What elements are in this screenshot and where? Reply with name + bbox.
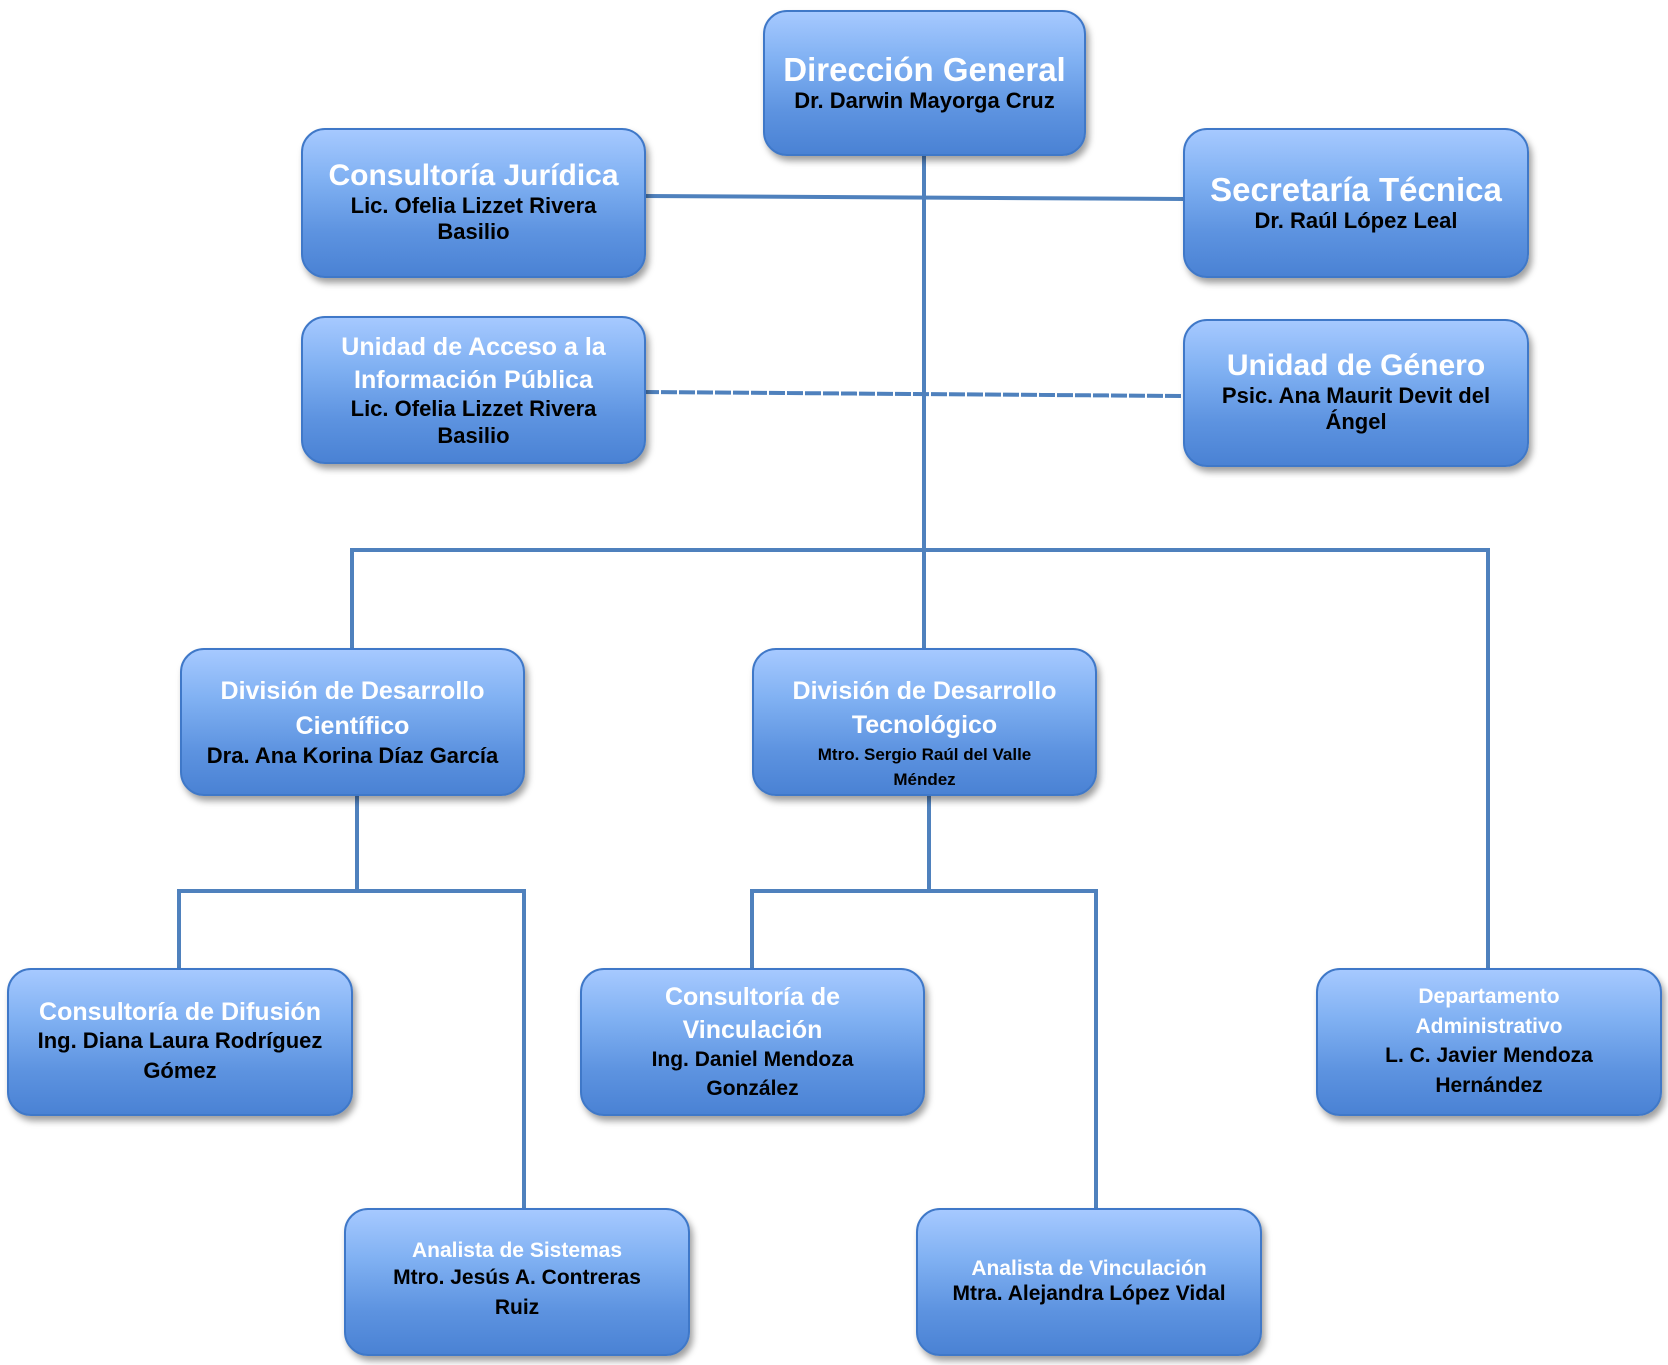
node-title: Consultoría Jurídica xyxy=(328,159,619,193)
node-departamento-administrativo[interactable]: Departamento Administrativo L. C. Javier… xyxy=(1316,968,1662,1116)
node-person: Mtra. Alejandra López Vidal xyxy=(952,1281,1226,1305)
node-direccion-general[interactable]: Dirección General Dr. Darwin Mayorga Cru… xyxy=(763,10,1086,156)
node-analista-sistemas[interactable]: Analista de Sistemas Mtro. Jesús A. Cont… xyxy=(344,1208,690,1356)
node-title: Consultoría de Vinculación xyxy=(664,983,840,1044)
node-secretaria-tecnica[interactable]: Secretaría Técnica Dr. Raúl López Leal xyxy=(1183,128,1529,278)
node-person: Psic. Ana Maurit Devit del Ángel xyxy=(1221,382,1491,435)
node-title: Unidad de Género xyxy=(1226,349,1486,383)
node-title: Unidad de Acceso a la Información Públic… xyxy=(341,333,606,394)
connector-staff-solid xyxy=(642,193,1186,202)
node-title: División de Desarrollo Científico xyxy=(220,677,485,740)
node-person: Lic. Ofelia Lizzet Rivera Basilio xyxy=(350,192,597,245)
node-person: Dra. Ana Korina Díaz García xyxy=(206,743,499,769)
node-title: Secretaría Técnica xyxy=(1210,170,1502,208)
node-person: Dr. Raúl López Leal xyxy=(1254,207,1458,233)
node-analista-vinculacion[interactable]: Analista de Vinculación Mtra. Alejandra … xyxy=(916,1208,1262,1356)
node-person: Dr. Darwin Mayorga Cruz xyxy=(794,87,1055,113)
node-unidad-acceso[interactable]: Unidad de Acceso a la Información Públic… xyxy=(301,316,646,464)
node-division-tecnologico[interactable]: División de Desarrollo Tecnológico Mtro.… xyxy=(752,648,1097,796)
node-person: L. C. Javier Mendoza Hernández xyxy=(1385,1043,1593,1098)
node-person: Lic. Ofelia Lizzet Rivera Basilio xyxy=(350,396,597,448)
node-title: Departamento Administrativo xyxy=(1415,985,1563,1038)
node-person: Ing. Diana Laura Rodríguez Gómez xyxy=(37,1027,323,1083)
node-title: Dirección General xyxy=(783,50,1066,88)
node-consultoria-juridica[interactable]: Consultoría Jurídica Lic. Ofelia Lizzet … xyxy=(301,128,646,278)
node-title: Analista de Sistemas xyxy=(411,1239,623,1263)
node-person: Mtro. Jesús A. Contreras Ruiz xyxy=(393,1265,641,1320)
node-division-cientifico[interactable]: División de Desarrollo Científico Dra. A… xyxy=(180,648,525,796)
node-unidad-genero[interactable]: Unidad de Género Psic. Ana Maurit Devit … xyxy=(1183,319,1529,467)
node-person: Ing. Daniel Mendoza González xyxy=(651,1048,854,1100)
node-consultoria-difusion[interactable]: Consultoría de Difusión Ing. Diana Laura… xyxy=(7,968,353,1116)
node-person: Mtro. Sergio Raúl del Valle Méndez xyxy=(817,744,1032,789)
node-title: División de Desarrollo Tecnológico xyxy=(792,676,1057,740)
node-title: Consultoría de Difusión xyxy=(39,997,321,1026)
node-consultoria-vinculacion[interactable]: Consultoría de Vinculación Ing. Daniel M… xyxy=(580,968,925,1116)
connector-staff-dashed xyxy=(642,389,1186,399)
node-title: Analista de Vinculación xyxy=(971,1257,1207,1281)
